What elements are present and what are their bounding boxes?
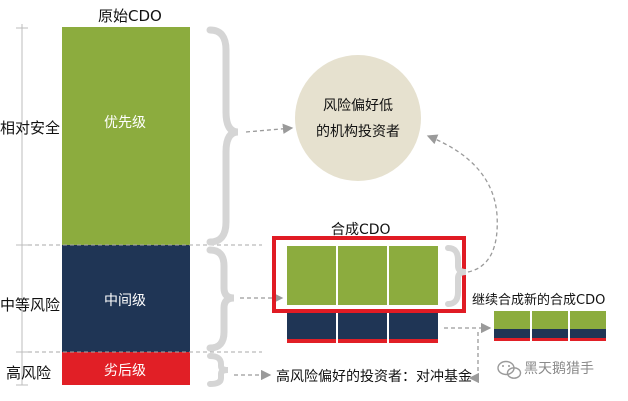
tranche-separators <box>28 244 262 353</box>
brace-synthetic <box>445 245 467 307</box>
tranche-mezzanine-label: 中间级 <box>104 293 146 309</box>
repeat-synthetic-blocks <box>494 311 606 341</box>
low-risk-investor-circle <box>295 55 421 181</box>
watermark-text: 黑天鹅猎手 <box>524 361 594 377</box>
tranche-equity-block <box>62 352 190 385</box>
original-cdo-title: 原始CDO <box>98 7 162 25</box>
risk-level-medium: 中等风险 <box>0 296 61 314</box>
synthetic-cdo-columns <box>287 246 438 343</box>
hedge-fund-investor-label: 高风险偏好的投资者：对冲基金 <box>276 369 472 385</box>
synthetic-cdo-title: 合成CDO <box>331 222 391 238</box>
arrow-synthetic-to-hedge-fund <box>468 332 480 384</box>
brace-mezzanine <box>206 246 235 352</box>
risk-level-high: 高风险 <box>6 364 52 382</box>
tranche-mezzanine-block <box>62 245 190 352</box>
tranche-senior-block <box>62 27 190 245</box>
risk-axis <box>16 24 28 386</box>
tranche-equity-label: 劣后级 <box>104 363 146 379</box>
arrow-synthetic-to-investor <box>426 134 498 273</box>
low-risk-investor-line1: 风险偏好低 <box>323 98 393 114</box>
wechat-icon <box>497 360 522 379</box>
brace-equity <box>207 353 229 387</box>
arrow-senior-to-investor <box>245 123 294 134</box>
brace-senior <box>206 26 239 246</box>
low-risk-investor-line2: 的机构投资者 <box>316 124 400 140</box>
risk-level-safe: 相对安全 <box>0 119 61 137</box>
repeat-synthetic-label: 继续合成新的合成CDO <box>472 293 606 308</box>
tranche-senior-label: 优先级 <box>104 115 146 131</box>
